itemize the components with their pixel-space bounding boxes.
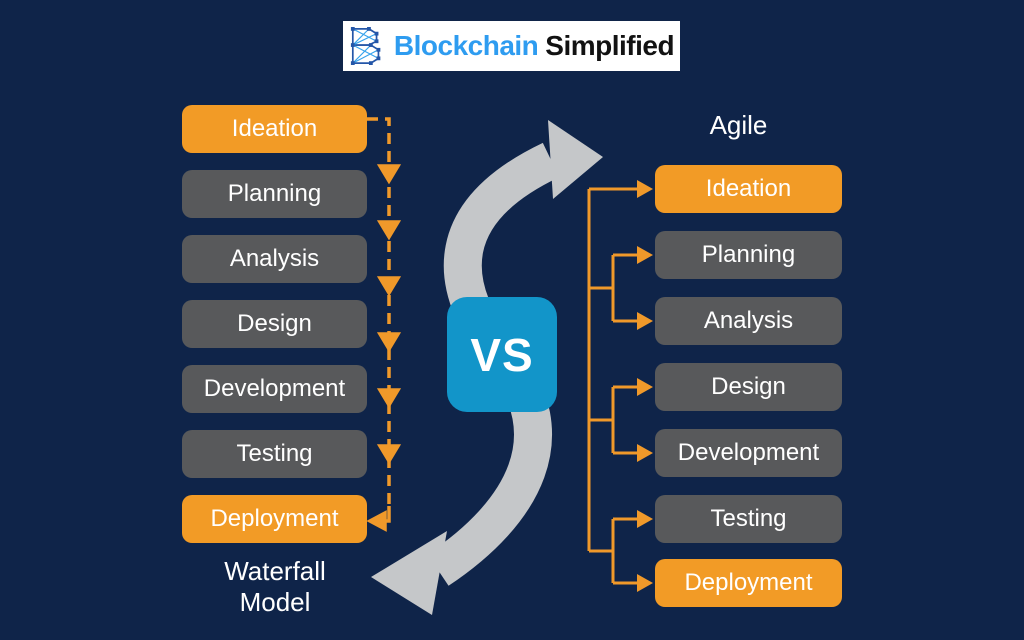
brand-title-secondary: Simplified — [545, 30, 675, 61]
agile-step-analysis: Analysis — [655, 297, 842, 345]
waterfall-flow-arrows — [366, 117, 402, 532]
s-arrow-head-top — [548, 120, 603, 199]
waterfall-caption: Waterfall Model — [170, 556, 380, 618]
waterfall-caption-line2: Model — [239, 587, 311, 617]
waterfall-step-design: Design — [182, 300, 367, 348]
brand-logo: Blockchain Simplified — [343, 21, 680, 71]
agile-step-testing: Testing — [655, 495, 842, 543]
waterfall-step-ideation: Ideation — [182, 105, 367, 153]
waterfall-step-planning: Planning — [182, 170, 367, 218]
waterfall-caption-line1: Waterfall — [224, 556, 326, 586]
waterfall-step-development: Development — [182, 365, 367, 413]
waterfall-step-testing: Testing — [182, 430, 367, 478]
waterfall-step-deployment: Deployment — [182, 495, 367, 543]
agile-step-deployment: Deployment — [655, 559, 842, 607]
agile-step-ideation: Ideation — [655, 165, 842, 213]
brand-title-primary: Blockchain — [393, 30, 539, 61]
agile-step-development: Development — [655, 429, 842, 477]
agile-step-design: Design — [655, 363, 842, 411]
vs-badge: VS — [447, 297, 557, 412]
agile-tree-connectors — [587, 180, 653, 592]
s-arrow-head-bottom — [371, 531, 447, 615]
waterfall-step-analysis: Analysis — [182, 235, 367, 283]
agile-step-planning: Planning — [655, 231, 842, 279]
blockchain-b-icon — [350, 27, 381, 65]
agile-caption: Agile — [709, 110, 768, 140]
